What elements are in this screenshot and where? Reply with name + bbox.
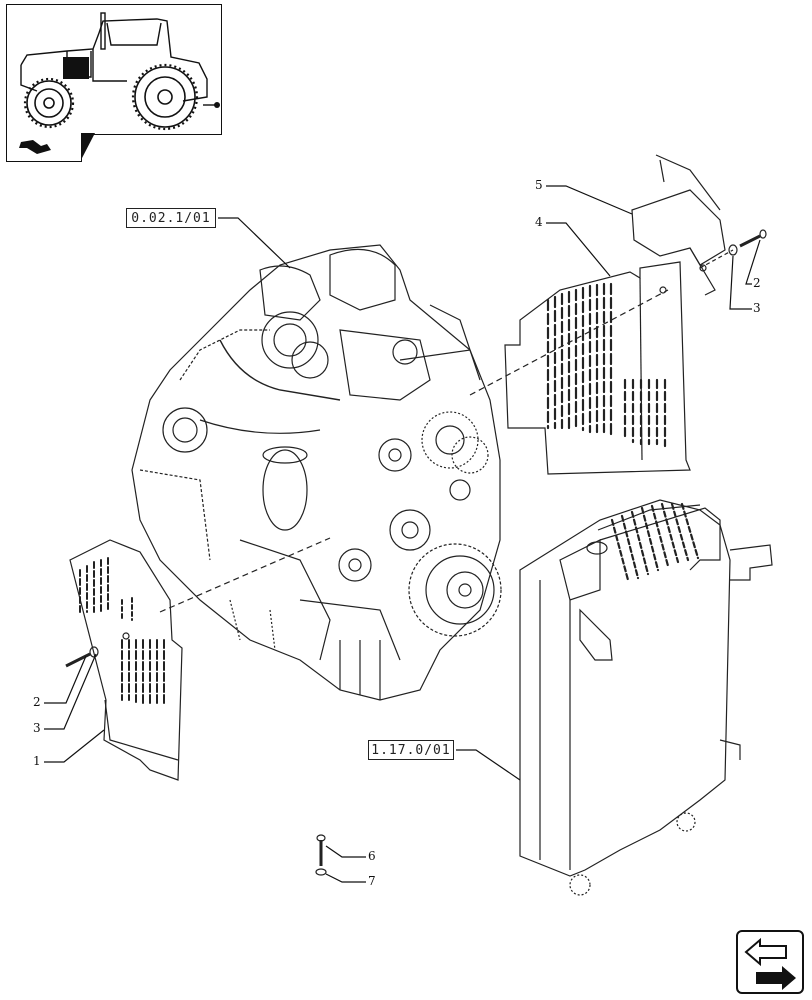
left-shield-part (69, 539, 183, 781)
callout-upper-cover: 5 (535, 178, 543, 192)
small-bolt-part (315, 834, 327, 876)
engine-assembly (131, 244, 502, 701)
radiator-reference-box[interactable]: 1.17.0/01 (368, 740, 454, 760)
callout-upper-bolt: 2 (753, 276, 761, 290)
upper-bolt-part (728, 229, 767, 256)
tractor-icon (20, 12, 220, 131)
tractor-thumbnail[interactable] (6, 4, 222, 135)
radiator-assembly (519, 499, 773, 896)
engine-reference-box[interactable]: 0.02.1/01 (126, 208, 216, 228)
next-page-arrow-icon (744, 937, 796, 990)
upper-cover-part (631, 154, 726, 296)
section-tab[interactable] (6, 133, 95, 162)
callout-upper-washer: 3 (753, 301, 761, 315)
callout-left-shield: 1 (33, 754, 41, 768)
callout-small-bolt: 6 (368, 849, 376, 863)
callout-upper-shield: 4 (535, 215, 543, 229)
callout-left-bolt: 2 (33, 695, 41, 709)
section-arrow-icon (19, 140, 51, 154)
next-page-button[interactable] (736, 930, 804, 994)
callout-left-washer: 3 (33, 721, 41, 735)
callout-small-washer: 7 (368, 874, 376, 888)
